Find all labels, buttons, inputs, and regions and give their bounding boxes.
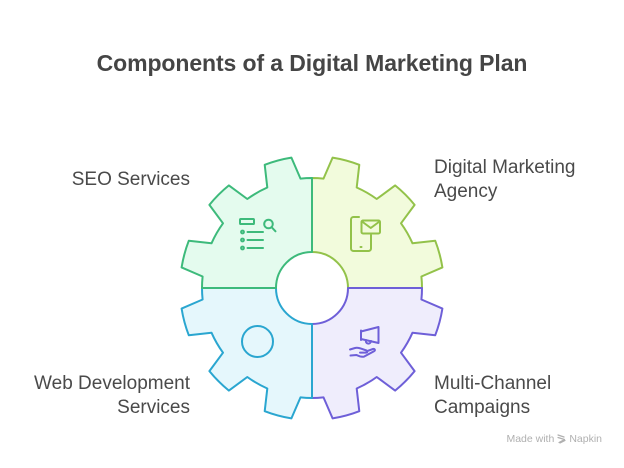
made-with-napkin-badge: Made with Napkin [506, 433, 602, 445]
label-digital-marketing-agency: Digital Marketing Agency [434, 156, 576, 204]
label-line: Multi-Channel [434, 373, 552, 394]
napkin-brand-text: Napkin [569, 433, 602, 445]
gear-segment-seo-services [180, 156, 313, 289]
hand-megaphone-icon [349, 326, 380, 358]
label-line: Digital Marketing [434, 157, 576, 178]
label-line: Agency [434, 181, 498, 202]
label-web-development-services: Web Development Services [34, 372, 190, 420]
label-line: SEO Services [71, 169, 190, 190]
label-multi-channel-campaigns: Multi-Channel Campaigns [434, 372, 551, 420]
label-line: Services [117, 397, 190, 418]
phone-mail-icon [350, 216, 381, 252]
label-line: Campaigns [434, 397, 531, 418]
list-search-icon [239, 218, 277, 251]
label-line: Web Development [34, 373, 190, 394]
circle-icon [241, 325, 274, 358]
made-with-text: Made with [506, 433, 555, 445]
gear-segment-multi-channel-campaigns [311, 287, 444, 420]
diagram-title: Components of a Digital Marketing Plan [96, 50, 528, 76]
label-seo-services: SEO Services [72, 168, 190, 192]
napkin-logo-icon [557, 434, 566, 444]
